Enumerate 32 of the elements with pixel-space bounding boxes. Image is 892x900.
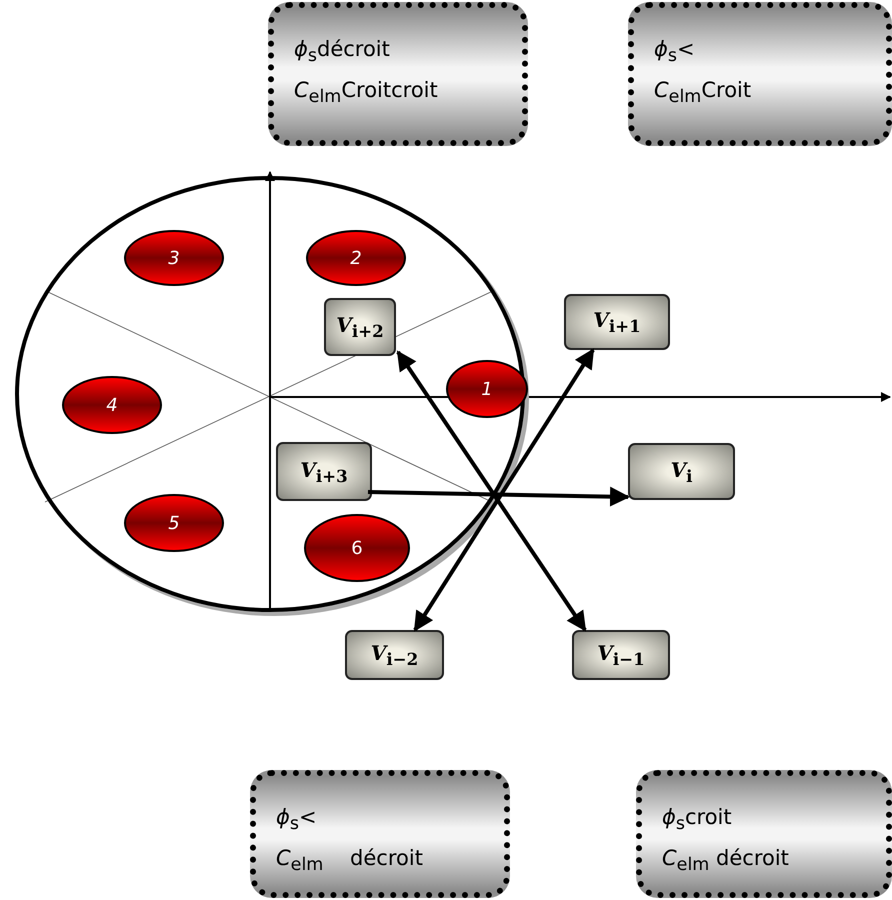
condition-text: ϕ$_{s}$croit bbox=[662, 804, 733, 836]
condition-box bbox=[268, 2, 528, 146]
vector-label: V$_{i+3}$ bbox=[300, 458, 348, 486]
vector-label: V$_{i−2}$ bbox=[370, 641, 418, 669]
condition-box bbox=[250, 770, 510, 898]
voltage-vector-box bbox=[345, 630, 444, 680]
sector-number: 6 bbox=[351, 538, 363, 558]
arrow bbox=[368, 486, 630, 507]
condition-box bbox=[628, 2, 892, 146]
sector-number: 1 bbox=[481, 378, 493, 400]
condition-text: ϕ$_{s}$< bbox=[654, 36, 696, 68]
condition-text: C$_{elm}$Croit bbox=[654, 77, 752, 110]
voltage-vector-box bbox=[572, 630, 670, 680]
voltage-vector-box bbox=[324, 298, 396, 356]
condition-text: ϕ$_{s}$< bbox=[276, 804, 318, 836]
vector-label: V$_{i}$ bbox=[670, 458, 692, 486]
voltage-vector-box bbox=[628, 443, 735, 500]
condition-text: C$_{elm}$ décroit bbox=[276, 845, 424, 878]
sector-number: 2 bbox=[350, 248, 362, 268]
condition-text: C$_{elm}$Croitcroit bbox=[294, 77, 439, 110]
voltage-vector-box bbox=[564, 294, 670, 350]
sector-number: 3 bbox=[168, 248, 180, 268]
sector-ellipse bbox=[446, 360, 528, 418]
condition-box bbox=[636, 770, 892, 898]
sector-number: 5 bbox=[168, 512, 180, 534]
sector-number: 4 bbox=[106, 394, 118, 416]
vector-label: V$_{i+2}$ bbox=[336, 313, 384, 341]
condition-text: C$_{elm}$ décroit bbox=[662, 845, 790, 878]
voltage-vector-box bbox=[276, 442, 372, 501]
vector-label: V$_{i+1}$ bbox=[593, 308, 641, 336]
condition-text: ϕ$_{s}$décroit bbox=[294, 36, 391, 68]
vector-label: V$_{i−1}$ bbox=[597, 641, 645, 669]
